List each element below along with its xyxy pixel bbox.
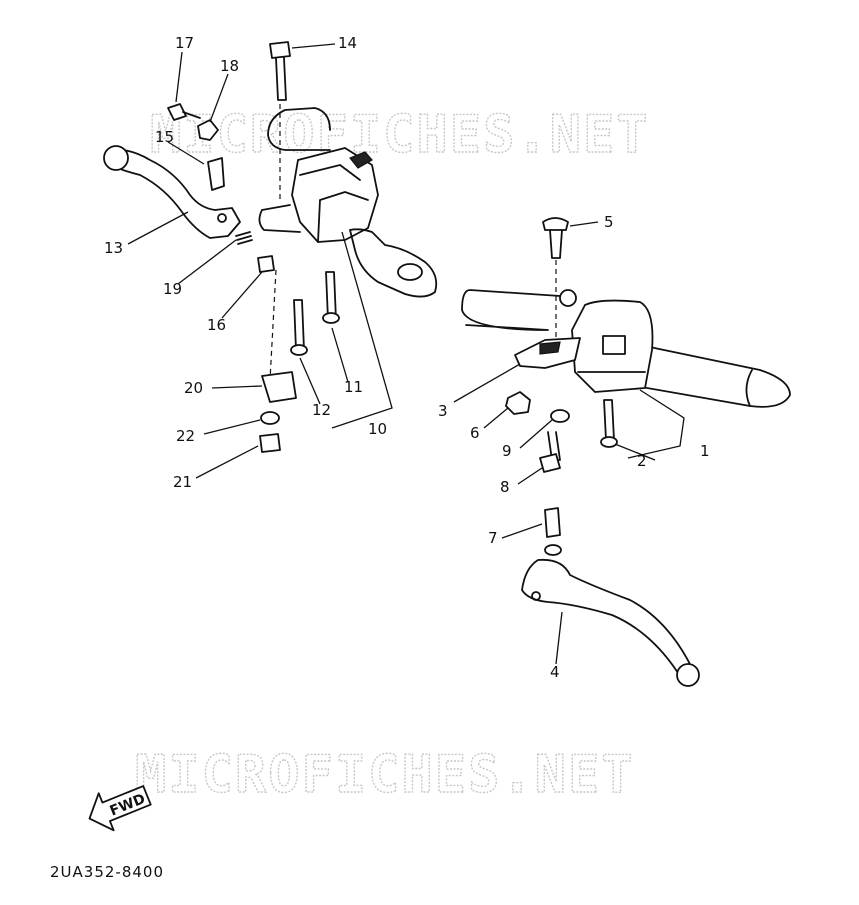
left-assembly [103, 41, 438, 453]
callout-2: 2 [637, 452, 647, 470]
holder-20 [261, 371, 297, 403]
screw-2 [603, 399, 615, 441]
lever-pivot-hole [217, 213, 227, 223]
bolt-11-head [322, 312, 340, 324]
callout-3: 3 [438, 402, 448, 420]
callout-19: 19 [163, 280, 182, 298]
collar-7-washer [544, 544, 562, 556]
screw-14-shank [275, 57, 287, 101]
washer-22 [260, 411, 280, 425]
callout-13: 13 [104, 239, 123, 257]
callout-17: 17 [175, 34, 194, 52]
switch-button [602, 335, 626, 355]
clutch-lever [521, 558, 693, 677]
nut-18 [197, 119, 219, 141]
washer-9 [550, 409, 570, 423]
watermark-bottom: MICROFICHES.NET [135, 745, 635, 805]
grip-end [745, 369, 753, 407]
callout-12: 12 [312, 401, 331, 419]
fwd-arrow: FWD [88, 785, 152, 832]
callout-20: 20 [184, 379, 203, 397]
clutch-lever-pivot [531, 591, 541, 601]
brake-lever [111, 148, 241, 239]
callouts: 17 18 15 14 13 19 16 11 12 10 20 22 21 5… [104, 34, 710, 681]
callout-11: 11 [344, 378, 363, 396]
callout-6: 6 [470, 424, 480, 442]
watermark-top: MICROFICHES.NET [150, 105, 650, 165]
outlet-port [397, 263, 423, 281]
screw-5-shank [549, 229, 563, 259]
callout-1: 1 [700, 442, 710, 460]
callout-15: 15 [155, 128, 174, 146]
callout-16: 16 [207, 316, 226, 334]
spring-19 [235, 231, 253, 245]
reservoir-cap [349, 151, 373, 169]
callout-14: 14 [338, 34, 357, 52]
clamp-bracket [258, 204, 301, 233]
holder-axis [269, 269, 277, 381]
callout-21: 21 [173, 473, 192, 491]
right-assembly [461, 217, 791, 687]
callout-9: 9 [502, 442, 512, 460]
screw-14-head [269, 41, 291, 59]
leader-lines [127, 43, 685, 665]
right-handlebar-tube [461, 289, 561, 331]
callout-8: 8 [500, 478, 510, 496]
master-cylinder-detail [299, 164, 369, 243]
collar-7 [544, 507, 561, 538]
bolt-12-head [290, 344, 308, 356]
bracket-clamp [539, 341, 561, 355]
brake-lever-ball-end [103, 145, 129, 171]
callout-10: 10 [368, 420, 387, 438]
master-cylinder-outlet [349, 228, 438, 298]
nut-6 [505, 391, 531, 415]
collar-15 [207, 157, 225, 191]
bolt-17-shank [182, 111, 201, 119]
bolt-12 [293, 299, 305, 351]
callout-7: 7 [488, 529, 498, 547]
bolt-21 [259, 433, 281, 453]
callout-22: 22 [176, 427, 195, 445]
bracket-boss [559, 289, 577, 307]
screw-2-head [600, 436, 618, 448]
callout-4: 4 [550, 663, 560, 681]
bolt-17-head [167, 103, 187, 121]
right-handlebar-grip [629, 344, 791, 408]
left-handlebar-stub [267, 107, 331, 151]
screw-5-head [542, 217, 569, 231]
clutch-lever-ball-end [676, 663, 700, 687]
callout-5: 5 [604, 213, 614, 231]
callout-18: 18 [220, 57, 239, 75]
bushing-16 [257, 255, 275, 273]
bolt-8-head [539, 453, 561, 473]
fwd-arrow-icon [88, 785, 152, 832]
drawing-code: 2UA352-8400 [50, 863, 164, 881]
